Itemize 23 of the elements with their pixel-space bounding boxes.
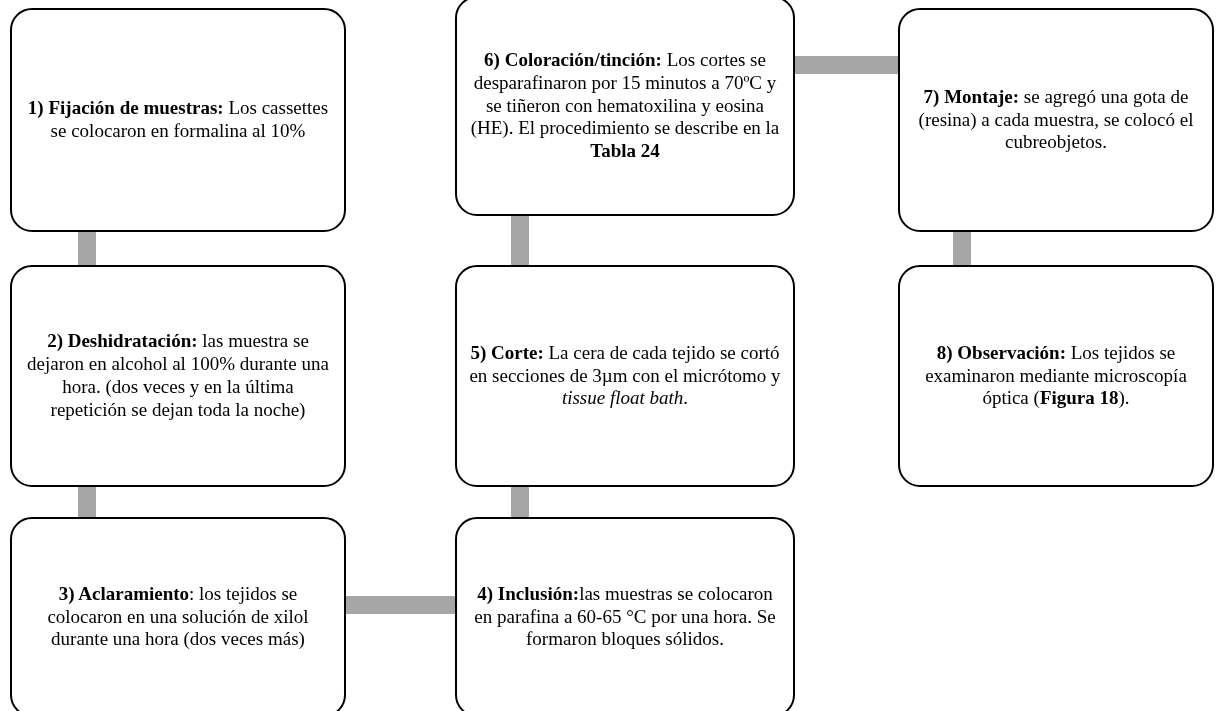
step-text: 3) Aclaramiento: los tejidos se colocaron en una solución de xilol durante una hora (dos veces más): [46, 582, 310, 652]
connector-bar: [953, 232, 971, 265]
process-box: [898, 265, 1214, 487]
process-box: [898, 8, 1214, 232]
step-text: 8) Observación: Los tejidos se examinaron mediante microscopía óptica (Figura 18).: [924, 341, 1188, 411]
step-text: 2) Deshidratación: las muestra se dejaron en alcohol al 100% durante una hora. (dos veces y en la última repetición se dejan toda la noche): [26, 330, 330, 422]
connector-bar: [78, 232, 96, 265]
step-text: 1) Fijación de muestras: Los cassettes se colocaron en formalina al 10%: [26, 97, 330, 143]
process-box: [455, 0, 795, 216]
connector-bar: [346, 596, 455, 614]
step-text: 6) Coloración/tinción: Los cortes se desparafinaron por 15 minutos a 70ºC y se tiñeron con hematoxilina y eosina (HE). El procedimiento se describe en la Tabla 24: [469, 49, 781, 163]
process-box: [10, 517, 346, 711]
step-text: 4) Inclusión:las muestras se colocaron en parafina a 60-65 °C por una hora. Se formaron bloques sólidos.: [473, 582, 777, 652]
process-box: [455, 517, 795, 711]
connector-bar: [795, 56, 898, 74]
process-box: [10, 265, 346, 487]
connector-bar: [511, 216, 529, 265]
process-box: [455, 265, 795, 487]
process-box: [10, 8, 346, 232]
step-text: 7) Montaje: se agregó una gota de (resina) a cada muestra, se colocó el cubreobjetos.: [917, 85, 1195, 155]
connector-bar: [511, 487, 529, 517]
step-text: 5) Corte: La cera de cada tejido se cortó en secciones de 3µm con el micrótomo y tissue float bath.: [469, 341, 781, 411]
connector-bar: [78, 487, 96, 517]
